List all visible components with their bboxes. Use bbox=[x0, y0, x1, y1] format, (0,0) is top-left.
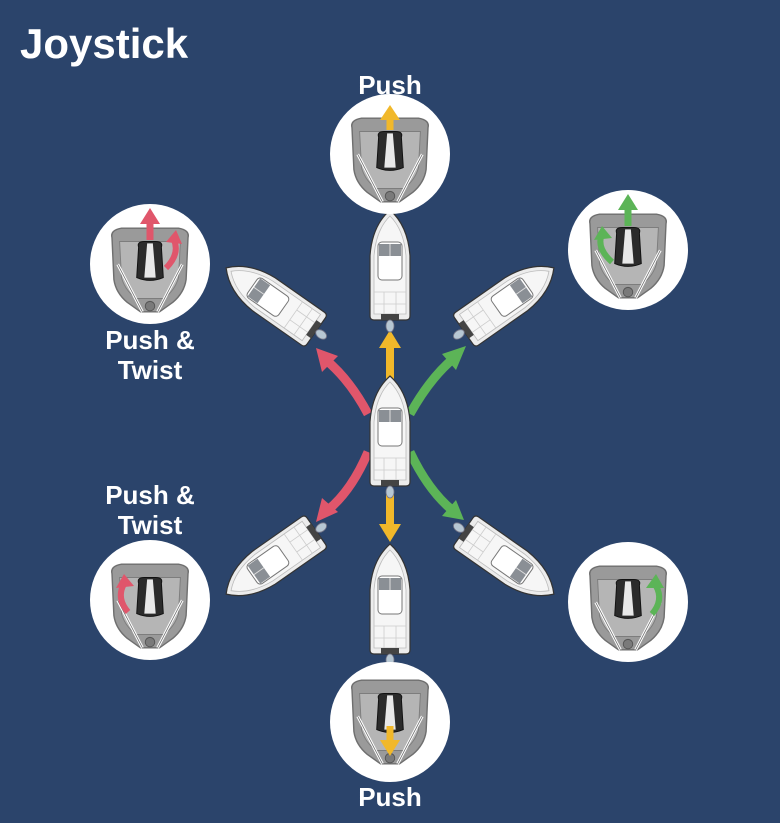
boat-backward-icon bbox=[369, 543, 411, 667]
label-line: Twist bbox=[117, 355, 183, 385]
boat-forward-right-icon bbox=[441, 250, 566, 355]
arrow-forward-icon bbox=[379, 330, 401, 380]
joystick-lower-right-icon bbox=[568, 542, 688, 662]
arrow-forward-right-icon bbox=[406, 346, 466, 417]
boat-back-right-icon bbox=[441, 507, 566, 612]
arrow-back-right-icon bbox=[405, 450, 464, 520]
boat-center-icon bbox=[369, 375, 411, 499]
boat-forward-left-icon bbox=[214, 250, 339, 355]
joystick-lower-left-icon bbox=[90, 540, 210, 660]
boat-forward-icon bbox=[369, 209, 411, 333]
joystick-upper-right-icon bbox=[568, 190, 688, 310]
label-line: Twist bbox=[117, 510, 183, 540]
arrow-forward-left-icon bbox=[316, 348, 372, 417]
joystick-bottom-icon bbox=[330, 662, 450, 782]
arrow-back-left-icon bbox=[316, 450, 373, 522]
page-title: Joystick bbox=[20, 20, 189, 67]
boat-back-left-icon bbox=[214, 507, 339, 612]
label-upper-left-push-twist: Push & Twist bbox=[90, 325, 210, 385]
joystick-top-icon bbox=[330, 94, 450, 214]
label-line: Push & bbox=[105, 480, 195, 510]
label-line: Push & bbox=[105, 325, 195, 355]
joystick-upper-left-icon bbox=[90, 204, 210, 324]
label-lower-left-push-twist: Push & Twist bbox=[90, 480, 210, 540]
label-bottom-push: Push bbox=[358, 782, 422, 812]
arrow-backward-icon bbox=[379, 492, 401, 542]
